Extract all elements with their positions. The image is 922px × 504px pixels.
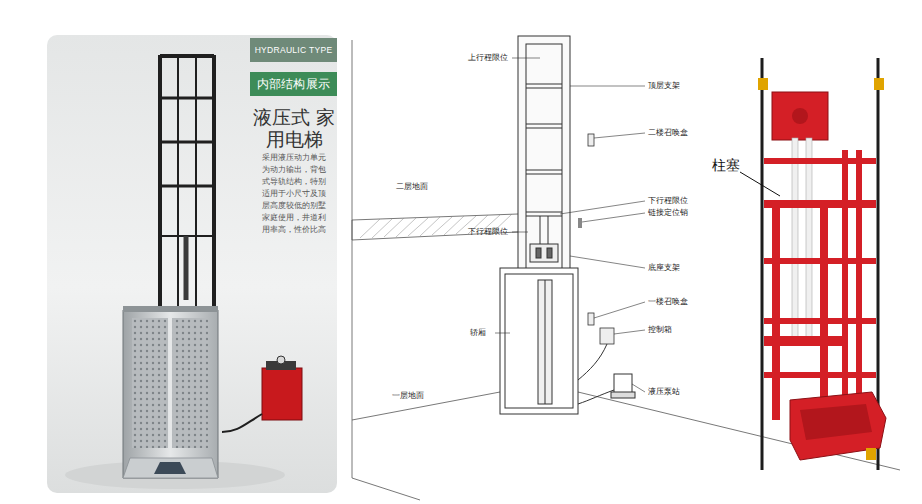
- floor-hatch: [360, 214, 512, 238]
- part-label: 轿厢: [470, 328, 486, 338]
- call-boxes: [578, 134, 614, 344]
- part-label: 控制箱: [648, 325, 672, 335]
- floor-label: 二层地面: [396, 182, 428, 192]
- floor-label: 一层地面: [392, 391, 424, 401]
- pump-drawing: [578, 344, 635, 404]
- cabin: [123, 306, 218, 478]
- panel-background: [47, 35, 337, 493]
- part-label: 底座支架: [648, 263, 680, 273]
- part-label: 二楼召唤盒: [648, 128, 688, 138]
- part-label: 下行程限位: [648, 196, 688, 206]
- box-text: 内部结构展示: [257, 77, 331, 92]
- part-label: 一楼召唤盒: [648, 297, 688, 307]
- leader-line: [740, 172, 780, 196]
- part-label: 下行程限位: [468, 227, 508, 237]
- part-label: 上行程限位: [468, 53, 508, 63]
- guide-frame: [160, 55, 214, 312]
- title: 液压式 家用电梯: [252, 106, 336, 150]
- leader-lines: [495, 58, 645, 392]
- part-label: 链接定位销: [648, 208, 688, 218]
- box-text: HYDRAULIC TYPE: [255, 45, 333, 55]
- section-band: 内部结构展示: [250, 72, 337, 96]
- pump-station: [222, 356, 302, 432]
- part-label: 顶层支架: [648, 81, 680, 91]
- part-label: 柱塞: [712, 157, 740, 174]
- type-band: HYDRAULIC TYPE: [250, 38, 337, 62]
- room-walls: [352, 40, 900, 500]
- description-text: 采用液压动力单元 为动力输出，背包 式导轨结构，特别 适用于小尺寸及顶 层高度较…: [262, 151, 335, 235]
- red-frame: [758, 58, 886, 470]
- part-label: 液压泵站: [648, 387, 680, 397]
- cabin-outline: [500, 268, 578, 414]
